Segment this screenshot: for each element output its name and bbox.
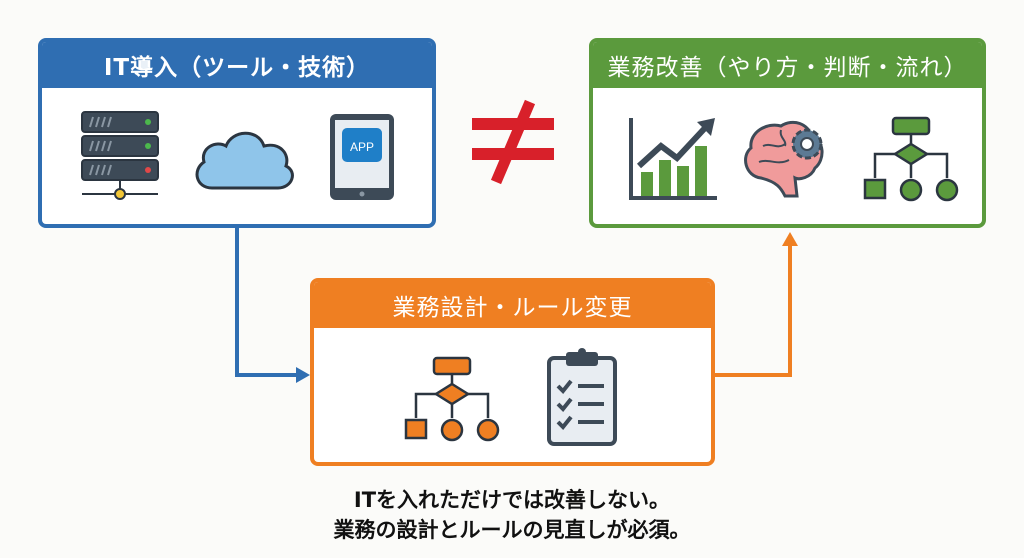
design-rule-change-box: 業務設計・ルール変更 <box>310 278 715 466</box>
improvement-box-title: 業務改善（やり方・判断・流れ） <box>593 42 982 88</box>
flowchart-icon <box>863 116 959 206</box>
arrowhead-blue <box>296 367 310 383</box>
checklist-clipboard-icon <box>546 348 618 448</box>
caption-line-2: 業務の設計とルールの見直しが必須。 <box>333 518 691 542</box>
flowchart-icon <box>404 356 500 446</box>
growth-chart-icon <box>627 116 719 202</box>
arrowhead-orange <box>782 232 798 246</box>
it-box-title: IT導入（ツール・技術） <box>42 42 432 88</box>
cloud-icon <box>190 124 298 192</box>
arrow-design-to-improvement <box>715 244 792 377</box>
business-improvement-box: 業務改善（やり方・判断・流れ） <box>589 38 986 228</box>
not-equal-icon <box>472 99 554 185</box>
caption-line-1: ITを入れただけでは改善しない。 <box>353 488 671 512</box>
it-introduction-box: IT導入（ツール・技術） APP <box>38 38 436 228</box>
arrow-it-to-design <box>235 228 298 377</box>
server-rack-icon <box>78 108 162 204</box>
brain-gear-icon <box>741 116 833 202</box>
tablet-app-icon[interactable]: APP <box>328 112 396 202</box>
design-box-title: 業務設計・ルール変更 <box>314 282 711 328</box>
app-label: APP <box>350 140 374 154</box>
